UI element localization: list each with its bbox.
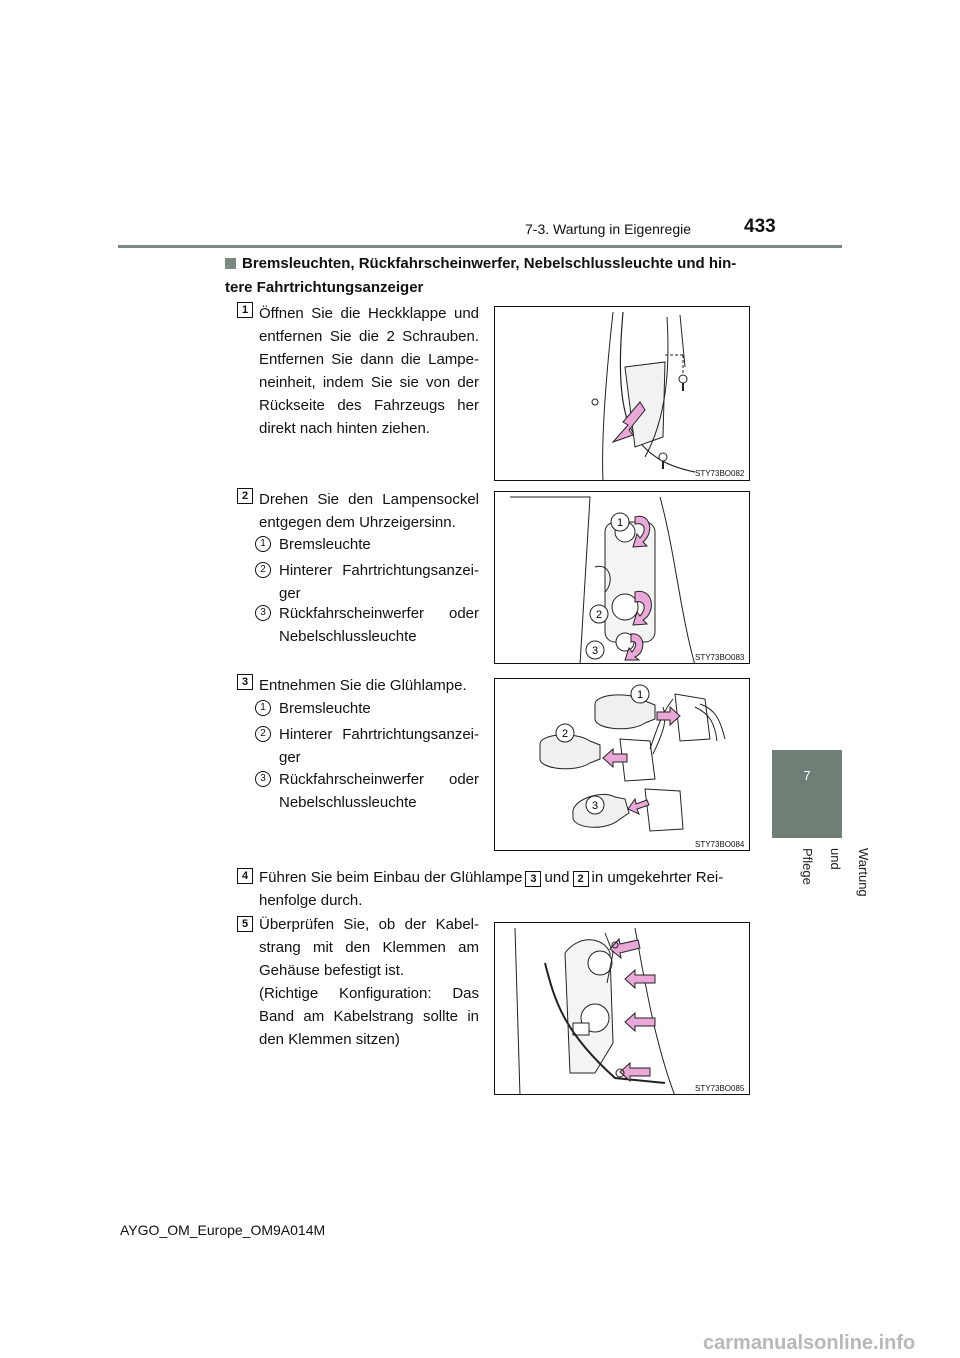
legend-circle-3: 3 (255, 605, 271, 621)
step-1-text: Öffnen Sie die Heckklappe und entfernen … (259, 305, 479, 437)
legend-label-2: Hinterer Fahrtrichtungsanzei-ger (279, 726, 479, 766)
callout-1: 1 (617, 517, 623, 529)
step-4-text-after: in umgekehrter Rei-henfolge durch. (259, 869, 724, 909)
wire-harness-clamp-illustration (514, 927, 675, 1094)
tail-lamp-removal-illustration (591, 311, 696, 480)
callout-2: 2 (596, 609, 602, 621)
section-heading: 7-3. Wartung in Eigenregie (525, 221, 692, 237)
legend-circle-2: 2 (255, 562, 271, 578)
header-divider (118, 245, 842, 248)
step-ref-2: 2 (572, 871, 589, 887)
figure-code: STY73BO084 (695, 840, 745, 849)
watermark: carmanualsonline.info (703, 1332, 916, 1354)
figure-code: STY73BO085 (695, 1084, 745, 1093)
figure-step-3: 1 2 3 STY73BO084 (494, 678, 750, 851)
step-number-3: 3 (237, 674, 253, 690)
step-4-text-middle: und (544, 869, 570, 886)
figure-step-1: STY73BO082 (494, 306, 750, 481)
bulb-removal-illustration: 1 2 3 (539, 684, 726, 832)
callout-3: 3 (592, 800, 598, 812)
legend-label-3: Rückfahrscheinwerfer oder Nebelschlussle… (279, 771, 479, 811)
step-number-2: 2 (237, 488, 253, 504)
callout-1: 1 (637, 689, 643, 701)
step-2-text: Drehen Sie den Lampensockel entgegen dem… (259, 491, 479, 531)
legend-label-2: Hinterer Fahrtrichtungsanzei-ger (279, 562, 479, 602)
legend-circle-3: 3 (255, 771, 271, 787)
step-number-4: 4 (237, 868, 253, 884)
legend-circle-2: 2 (255, 726, 271, 742)
section-title: Bremsleuchten, Rückfahrscheinwerfer, Neb… (225, 252, 755, 300)
chapter-number: 7 (803, 768, 811, 783)
figure-code: STY73BO083 (695, 653, 745, 662)
document-id: AYGO_OM_Europe_OM9A014M (120, 1222, 326, 1238)
legend-circle-1: 1 (255, 700, 271, 716)
step-number-1: 1 (237, 302, 253, 318)
callout-2: 2 (562, 728, 568, 740)
callout-3: 3 (592, 645, 598, 657)
step-number-5: 5 (237, 916, 253, 932)
legend-label-1: Bremsleuchte (279, 700, 371, 717)
square-bullet-icon (225, 258, 236, 269)
step-5-text: Überprüfen Sie, ob der Kabel-strang mit … (259, 916, 479, 979)
step-3-text: Entnehmen Sie die Glühlampe. (259, 677, 467, 694)
page-number: 433 (744, 216, 776, 237)
step-5-note: (Richtige Konfiguration: Das Band am Kab… (259, 985, 479, 1048)
chapter-label: Wartung und Pflege (800, 848, 871, 897)
figure-code: STY73BO082 (695, 469, 745, 478)
figure-step-2: 1 2 3 STY73BO083 (494, 491, 750, 664)
section-title-text: Bremsleuchten, Rückfahrscheinwerfer, Neb… (225, 255, 737, 296)
figure-step-5: STY73BO085 (494, 922, 750, 1095)
legend-label-1: Bremsleuchte (279, 536, 371, 553)
legend-circle-1: 1 (255, 536, 271, 552)
chapter-tab: 7 (772, 750, 842, 838)
legend-label-3: Rückfahrscheinwerfer oder Nebelschlussle… (279, 605, 479, 645)
step-4-text-before: Führen Sie beim Einbau der Glühlampe (259, 869, 523, 886)
step-ref-3: 3 (525, 871, 542, 887)
lamp-socket-rotation-illustration: 1 2 3 (510, 496, 695, 663)
